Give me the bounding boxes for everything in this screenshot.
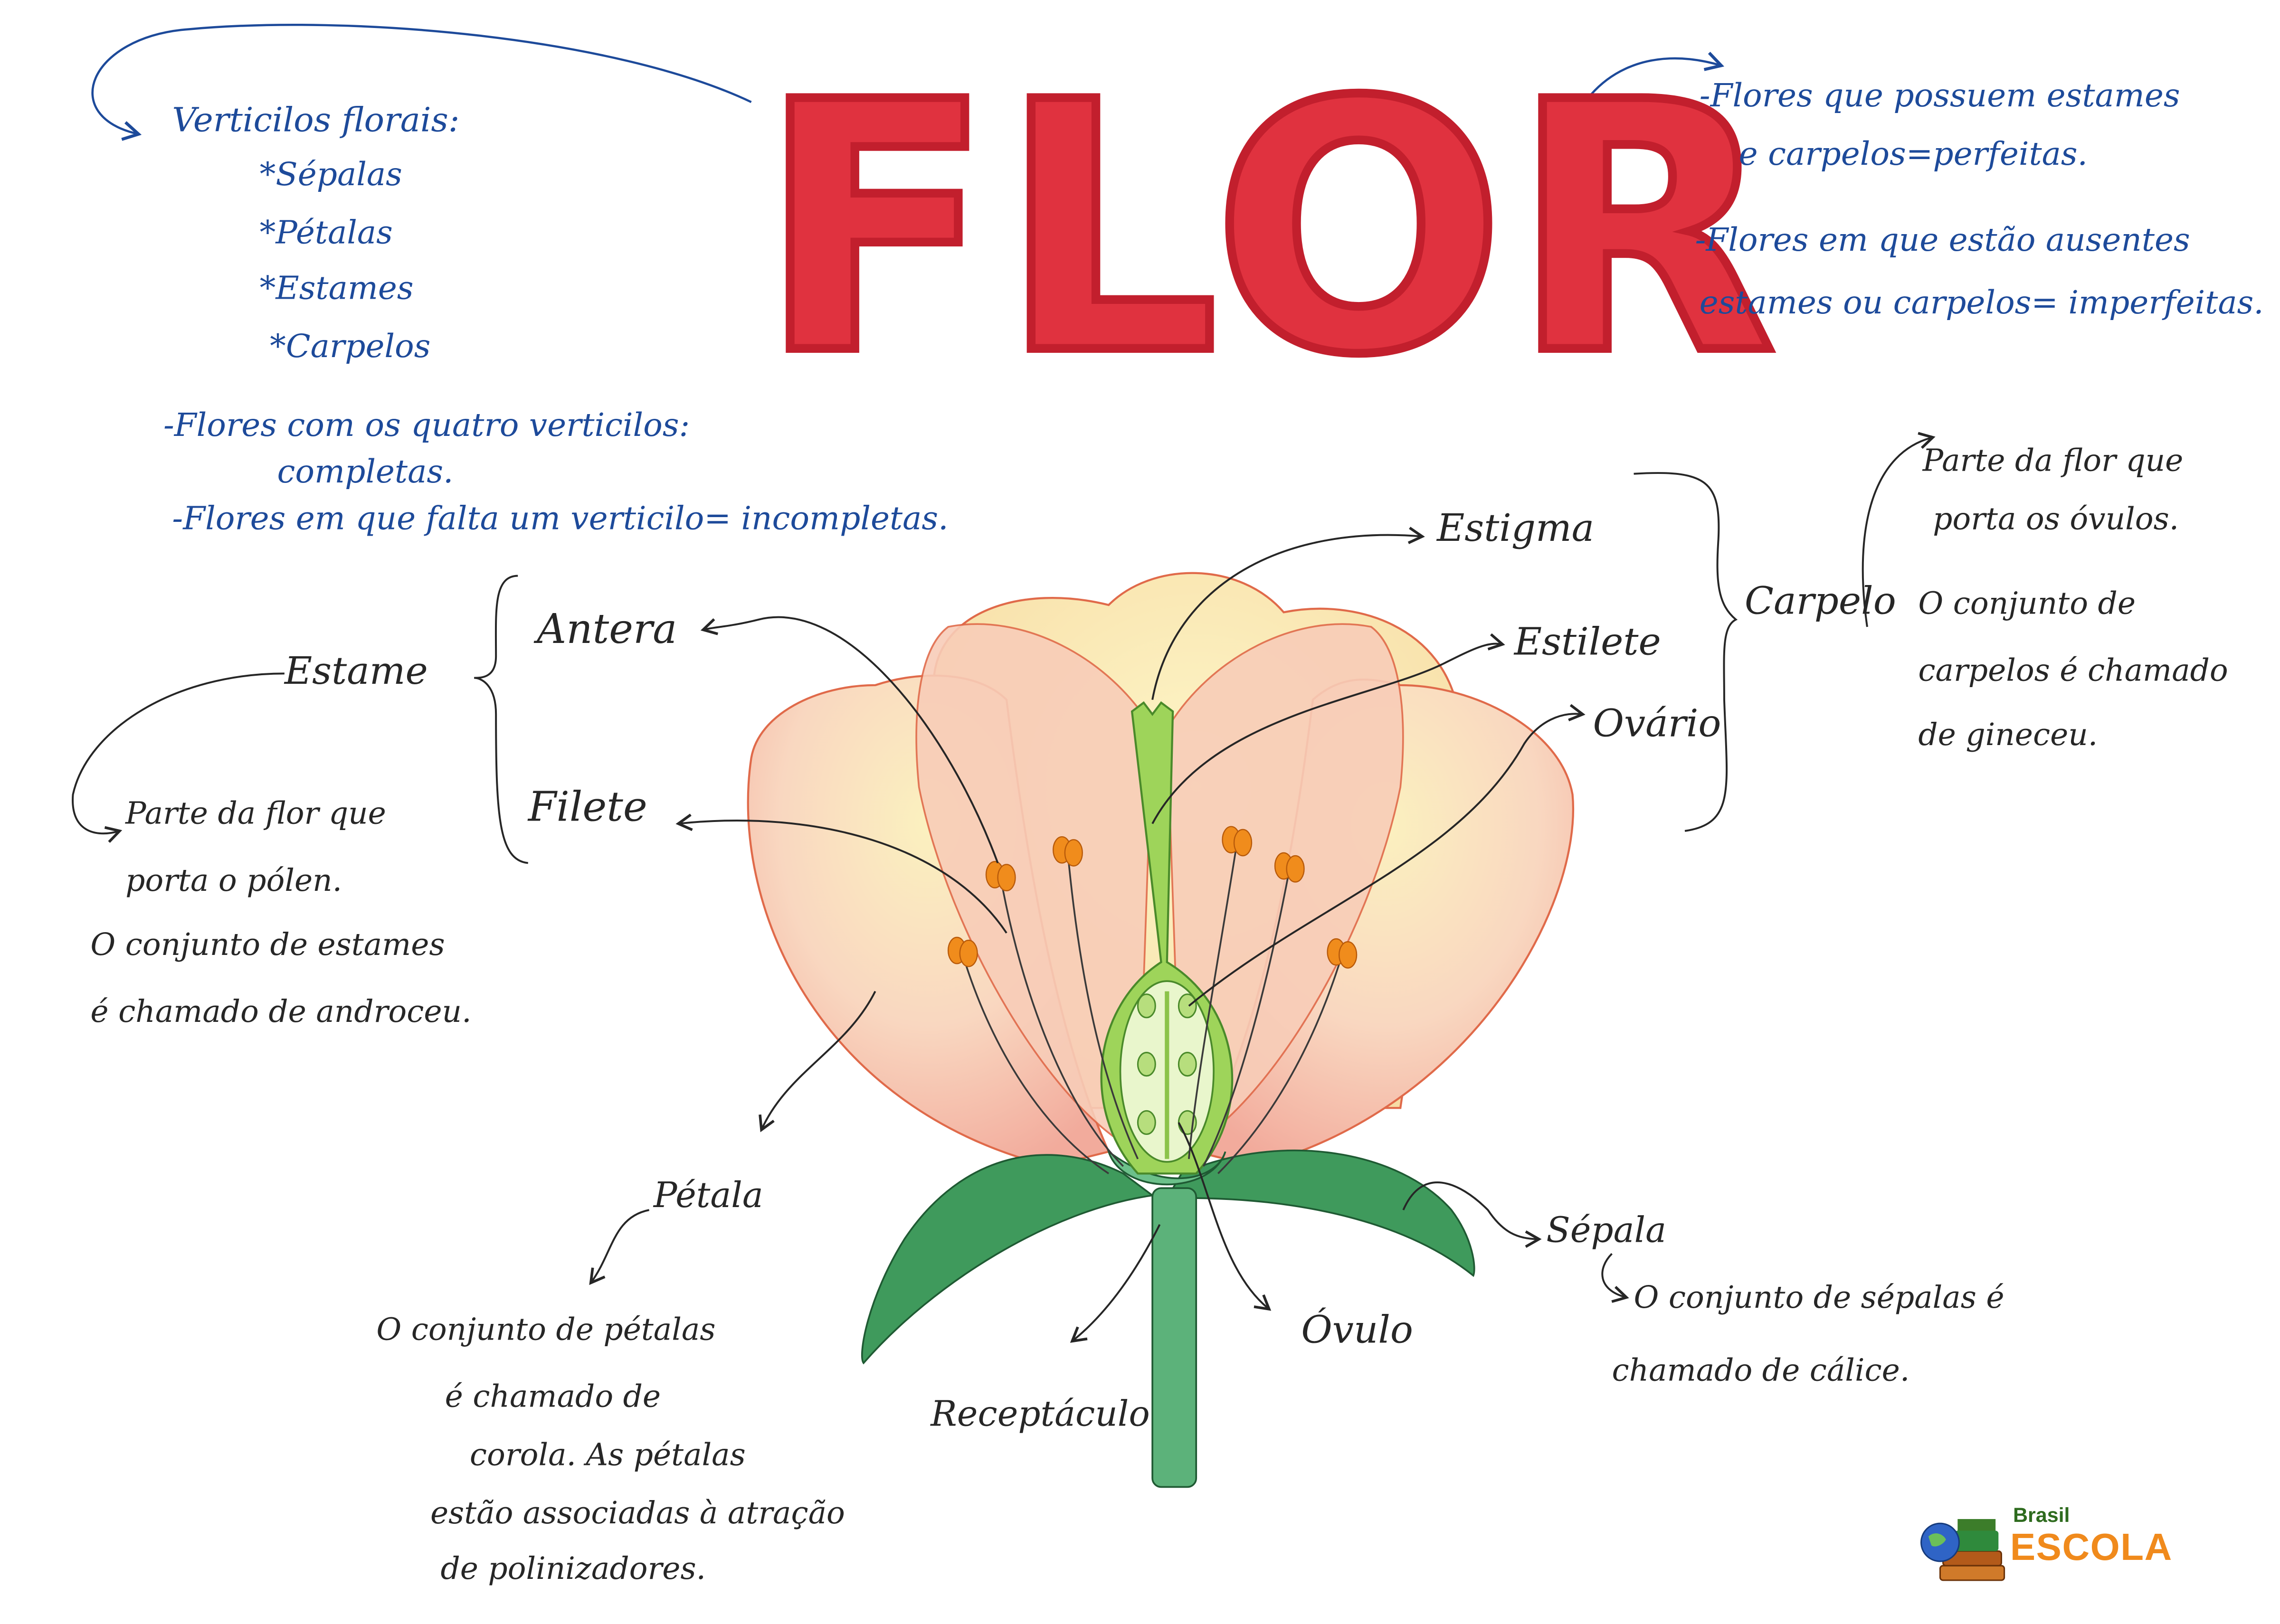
label-ovulo: Óvulo <box>1301 1309 1413 1353</box>
note-imperfect-1: -Flores em que estão ausentes <box>1695 223 2190 260</box>
label-ovario: Ovário <box>1593 702 1721 746</box>
petala-desc-2: é chamado de <box>445 1379 661 1414</box>
label-petala: Pétala <box>653 1175 763 1216</box>
arrow-receptaculo <box>1070 1224 1161 1343</box>
label-estilete: Estilete <box>1514 621 1661 665</box>
verticilo-estames: *Estames <box>259 271 414 308</box>
carpelo-desc-5: de gineceu. <box>1918 717 2098 753</box>
globe-books-icon <box>1920 1519 2005 1581</box>
label-estigma: Estigma <box>1436 507 1595 551</box>
arrow-petala-desc <box>589 1209 649 1285</box>
sepal-left <box>861 1154 1155 1365</box>
arrow-ovulo <box>1178 1122 1272 1311</box>
estame-desc-2: porta o pólen. <box>125 863 342 898</box>
label-estame: Estame <box>284 650 428 694</box>
carpelo-desc-3: O conjunto de <box>1918 586 2136 621</box>
arrow-title-right <box>1567 52 1725 135</box>
verticilo-sepalas: *Sépalas <box>259 157 402 194</box>
estame-bracket <box>474 575 528 864</box>
estame-desc-3: O conjunto de estames <box>90 927 445 963</box>
arrow-title-left <box>91 24 752 141</box>
label-carpelo: Carpelo <box>1744 580 1896 624</box>
note-incomplete: -Flores em que falta um verticilo= incom… <box>172 501 949 538</box>
note-complete-1: -Flores com os quatro verticilos: <box>163 408 690 445</box>
estame-desc-1: Parte da flor que <box>125 796 386 831</box>
anthers <box>947 826 1358 969</box>
carpelo-bracket <box>1634 472 1738 832</box>
verticilo-petalas: *Pétalas <box>259 216 393 253</box>
arrow-sepala <box>1402 1181 1542 1248</box>
receptacle <box>1107 1149 1226 1186</box>
arrow-ovario <box>1188 704 1586 1007</box>
verticilos-heading: Verticilos florais: <box>172 102 460 140</box>
note-imperfect-2: estames ou carpelos= imperfeitas. <box>1699 285 2264 322</box>
arrow-estilete <box>1151 633 1505 824</box>
logo-escola-text: ESCOLA <box>2010 1525 2173 1569</box>
page-title: FLOR <box>754 29 1782 430</box>
arrow-filete <box>675 813 1007 934</box>
petala-desc-1: O conjunto de pétalas <box>376 1312 716 1347</box>
estame-desc-4: é chamado de androceu. <box>90 994 472 1029</box>
carpelo-desc-4: carpelos é chamado <box>1918 653 2228 689</box>
label-antera: Antera <box>537 605 677 653</box>
verticilo-carpelos: *Carpelos <box>270 329 431 366</box>
note-perfect-1: -Flores que possuem estames <box>1699 78 2180 115</box>
note-complete-2: completas. <box>277 454 454 491</box>
arrow-estigma <box>1151 527 1425 700</box>
arrow-sepala-desc <box>1601 1253 1629 1303</box>
arrow-carpelo-desc <box>1862 432 1936 627</box>
brasil-escola-logo: Brasil ESCOLA <box>1914 1499 2176 1586</box>
petala-desc-5: de polinizadores. <box>440 1551 706 1586</box>
label-filete: Filete <box>528 783 647 831</box>
label-sepala: Sépala <box>1546 1210 1667 1251</box>
sepala-desc-2: chamado de cálice. <box>1612 1352 1910 1388</box>
stem <box>1151 1187 1197 1488</box>
ovules <box>1137 993 1197 1135</box>
arrow-estame-desc <box>72 672 285 843</box>
logo-brasil-text: Brasil <box>2013 1503 2070 1527</box>
sepala-desc-1: O conjunto de sépalas é <box>1634 1280 2004 1315</box>
carpelo-desc-1: Parte da flor que <box>1922 443 2184 478</box>
carpelo-desc-2: porta os óvulos. <box>1933 501 2179 537</box>
arrow-antera <box>700 616 999 864</box>
note-perfect-2: e carpelos=perfeitas. <box>1738 137 2088 174</box>
arrow-to-petal <box>759 991 876 1133</box>
petala-desc-4: estão associadas à atração <box>430 1495 845 1531</box>
label-receptaculo: Receptáculo <box>931 1393 1150 1435</box>
stamens <box>962 842 1343 1174</box>
petala-desc-3: corola. As pétalas <box>469 1437 746 1473</box>
sepal-right <box>1165 1149 1475 1277</box>
